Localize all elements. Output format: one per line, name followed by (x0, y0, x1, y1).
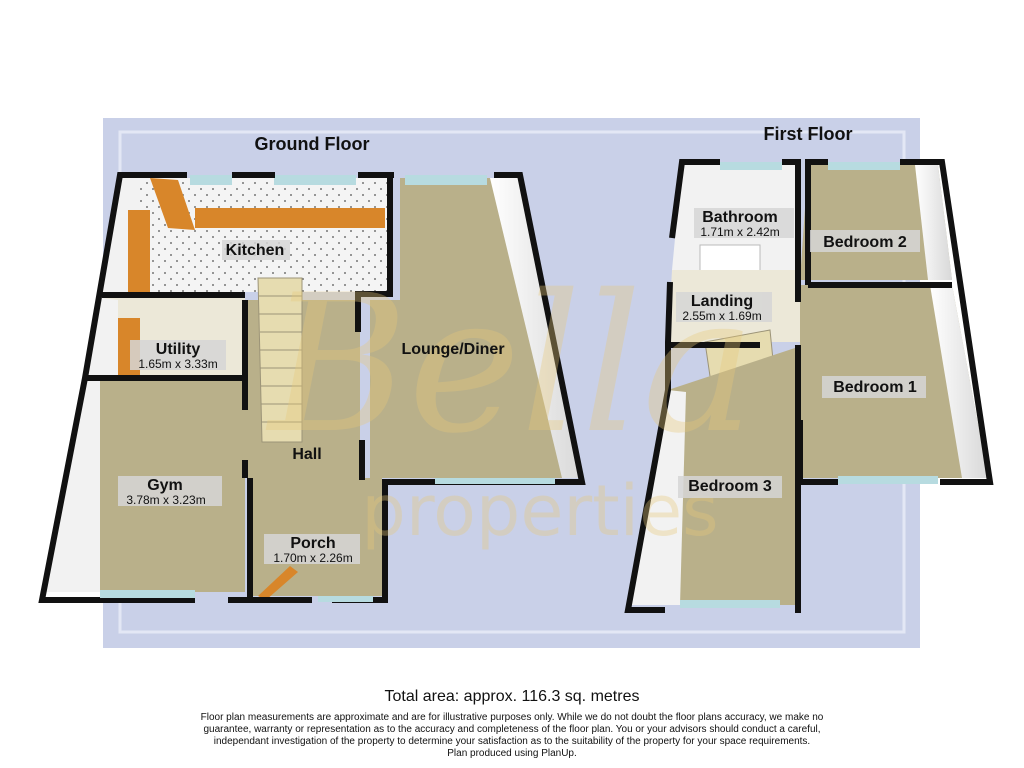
kitchen-worktop-left (128, 210, 150, 292)
porch-door (258, 566, 298, 600)
utility-label: Utility (156, 341, 201, 358)
ground-walls (38, 172, 586, 603)
utility-dimensions: 1.65m x 3.33m (138, 357, 217, 371)
disclaimer-line-3: independant investigation of the propert… (213, 736, 811, 747)
hall-label: Hall (292, 446, 321, 463)
porch-label: Porch (290, 535, 335, 552)
kitchen-window-2 (274, 175, 356, 185)
bathroom-label: Bathroom (702, 209, 778, 226)
bedroom2-window (828, 162, 900, 170)
kitchen-door (150, 178, 195, 230)
bedroom1-window (838, 476, 938, 484)
lounge-right-wall-face (490, 178, 582, 478)
first-floor-title: First Floor (764, 124, 853, 144)
watermark-word: properties (361, 470, 718, 552)
disclaimer-line-4: Plan produced using PlanUp. (447, 748, 577, 759)
watermark: Bella properties (266, 254, 756, 552)
bedroom1-label: Bedroom 1 (833, 379, 917, 396)
ground-floor-title: Ground Floor (255, 134, 370, 154)
bedroom3-window (680, 600, 780, 608)
watermark-script: Bella (266, 254, 756, 475)
stairs (257, 277, 303, 443)
total-area: Total area: approx. 116.3 sq. metres (384, 688, 640, 705)
utility-wall-face (85, 298, 118, 378)
lounge-window (405, 175, 487, 185)
kitchen-label: Kitchen (226, 242, 285, 259)
disclaimer-line-2: guarantee, warranty or representation as… (203, 724, 821, 735)
bedroom2-right-wall-face (915, 165, 952, 280)
porch-dimensions: 1.70m x 2.26m (273, 551, 352, 565)
bedroom2-label: Bedroom 2 (823, 234, 907, 251)
kitchen-worktop-back (195, 208, 385, 228)
bedroom3-label: Bedroom 3 (688, 478, 772, 495)
disclaimer: Floor plan measurements are approximate … (0, 712, 1024, 760)
porch-window (318, 596, 373, 602)
stair-treads (259, 295, 302, 423)
landing-dimensions: 2.55m x 1.69m (682, 309, 761, 323)
lounge-bottom-window (435, 478, 555, 484)
lounge-label: Lounge/Diner (401, 341, 504, 358)
landing-label: Landing (691, 293, 753, 310)
bathroom-window (720, 162, 782, 170)
label-backgrounds (118, 208, 926, 564)
kitchen-window-1 (190, 175, 232, 185)
bedroom3-left-wall-face (628, 390, 686, 605)
disclaimer-line-1: Floor plan measurements are approximate … (200, 712, 824, 723)
bathroom-dimensions: 1.71m x 2.42m (700, 225, 779, 239)
bathroom-bath (699, 244, 761, 274)
gym-label: Gym (147, 477, 183, 494)
gym-dimensions: 3.78m x 3.23m (126, 493, 205, 507)
gym-window (100, 590, 195, 598)
first-walls (624, 159, 994, 613)
bedroom1-right-wall-face (930, 285, 988, 478)
